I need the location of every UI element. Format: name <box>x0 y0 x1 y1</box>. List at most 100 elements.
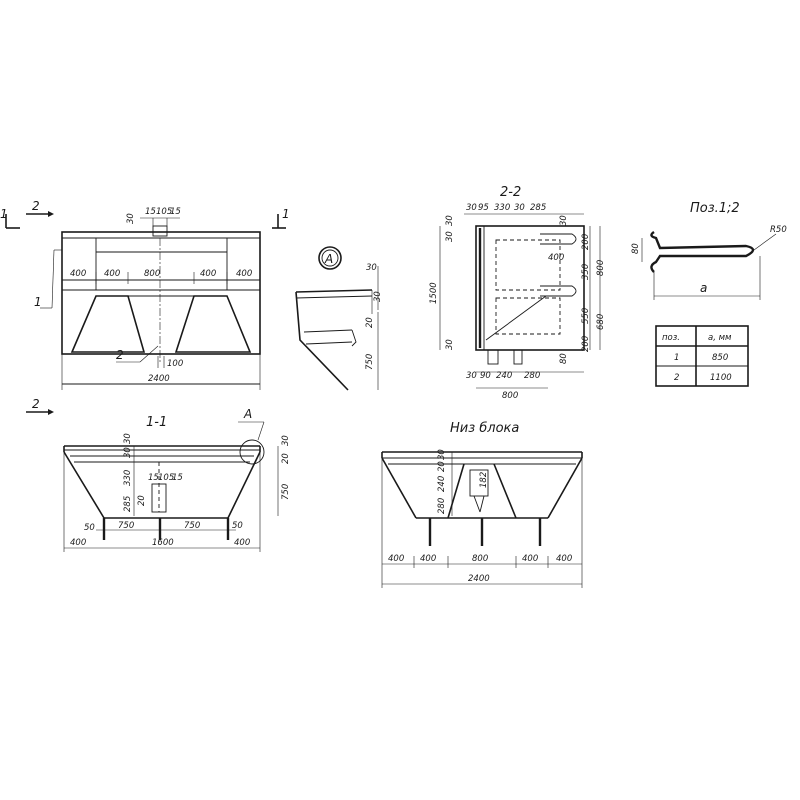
svg-text:20: 20 <box>365 317 375 328</box>
svg-text:750: 750 <box>281 484 291 500</box>
svg-text:800: 800 <box>472 554 488 564</box>
svg-text:80: 80 <box>631 243 641 254</box>
plan-top-notch <box>152 225 168 237</box>
svg-text:30: 30 <box>466 203 477 213</box>
table-cell: 1100 <box>710 373 732 383</box>
section-2-2-title: 2-2 <box>500 185 521 200</box>
bottom-view-title: Низ блока <box>450 421 519 436</box>
pos-1-label: 1 <box>34 295 42 309</box>
svg-text:15: 15 <box>170 207 181 217</box>
section-mark-left: 1 <box>0 207 20 229</box>
svg-text:20: 20 <box>437 461 447 472</box>
detail-a: А 30 30 20 750 <box>295 246 383 391</box>
svg-text:А: А <box>324 252 333 266</box>
svg-text:750: 750 <box>118 521 134 531</box>
svg-text:550: 550 <box>581 308 591 324</box>
svg-text:30: 30 <box>559 215 569 226</box>
svg-text:240: 240 <box>496 371 512 381</box>
table-cell: 1 <box>674 353 679 363</box>
svg-text:285: 285 <box>530 203 546 213</box>
section-mark-right: 1 <box>272 207 290 229</box>
plan-opening-left <box>70 295 146 353</box>
svg-text:30: 30 <box>123 433 133 444</box>
svg-text:100: 100 <box>167 359 183 369</box>
section-2-2-rebar-upper <box>495 239 561 291</box>
detail-a-slope <box>295 291 349 391</box>
svg-text:30: 30 <box>466 371 477 381</box>
plan-view: 1 1 2 2 30 15 105 15 <box>0 199 290 415</box>
svg-text:30: 30 <box>123 447 133 458</box>
svg-text:105: 105 <box>156 207 172 217</box>
svg-text:15: 15 <box>148 473 159 483</box>
svg-text:95: 95 <box>478 203 489 213</box>
svg-text:200: 200 <box>581 336 591 352</box>
table-cell: 2 <box>674 373 679 383</box>
svg-text:50: 50 <box>84 523 95 533</box>
svg-text:R50: R50 <box>770 225 787 235</box>
svg-text:50: 50 <box>232 521 243 531</box>
section-mark-left-label: 1 <box>0 207 8 221</box>
svg-text:800: 800 <box>144 269 160 279</box>
svg-text:280: 280 <box>524 371 540 381</box>
svg-text:400: 400 <box>420 554 436 564</box>
svg-text:330: 330 <box>123 470 133 486</box>
svg-text:15: 15 <box>145 207 156 217</box>
section-2-2-body <box>475 225 585 351</box>
detail-a-callout-circle <box>318 246 342 270</box>
svg-text:400: 400 <box>556 554 572 564</box>
svg-text:400: 400 <box>70 269 86 279</box>
svg-text:30: 30 <box>445 231 455 242</box>
svg-text:30: 30 <box>281 435 291 446</box>
loop-detail: Поз.1;2 R50 80 a <box>631 201 787 300</box>
section-mark-top-label: 2 <box>32 199 40 213</box>
svg-text:240: 240 <box>437 476 447 492</box>
svg-text:30: 30 <box>366 263 377 273</box>
svg-text:400: 400 <box>234 538 250 548</box>
section-2-2: 2-2 30 95 330 30 285 400 30 30 1500 30 3… <box>429 185 606 401</box>
table-header-a: a, мм <box>708 333 732 343</box>
svg-text:750: 750 <box>184 521 200 531</box>
svg-text:20: 20 <box>281 453 291 464</box>
svg-text:30: 30 <box>445 215 455 226</box>
svg-text:182: 182 <box>479 472 489 488</box>
svg-text:a: a <box>700 281 707 295</box>
svg-text:2400: 2400 <box>468 574 490 584</box>
svg-text:30: 30 <box>514 203 525 213</box>
svg-text:400: 400 <box>388 554 404 564</box>
loop-title: Поз.1;2 <box>690 201 740 216</box>
section-mark-top: 2 <box>26 199 54 217</box>
table-header-pos: поз. <box>662 333 680 343</box>
svg-text:1600: 1600 <box>152 538 174 548</box>
section-2-2-loop-2 <box>540 285 577 297</box>
svg-text:30: 30 <box>445 339 455 350</box>
table-cell: 850 <box>712 353 728 363</box>
section-1-1-title: 1-1 <box>146 415 167 430</box>
svg-text:280: 280 <box>437 498 447 514</box>
bottom-view: Низ блока 30 20 240 280 182 400 40 <box>381 421 583 588</box>
svg-text:30: 30 <box>126 213 136 224</box>
svg-text:800: 800 <box>502 391 518 401</box>
svg-text:400: 400 <box>104 269 120 279</box>
pos-2-label: 2 <box>116 348 124 362</box>
svg-text:30: 30 <box>373 291 383 302</box>
loop-bar <box>650 231 755 273</box>
svg-text:680: 680 <box>596 314 606 330</box>
svg-text:2400: 2400 <box>148 374 170 384</box>
svg-text:1500: 1500 <box>429 282 439 304</box>
svg-text:105: 105 <box>158 473 174 483</box>
svg-text:350: 350 <box>581 264 591 280</box>
svg-text:А: А <box>243 407 252 421</box>
svg-text:80: 80 <box>559 353 569 364</box>
svg-text:400: 400 <box>236 269 252 279</box>
svg-text:400: 400 <box>522 554 538 564</box>
svg-text:400: 400 <box>200 269 216 279</box>
svg-text:200: 200 <box>581 234 591 250</box>
section-1-1: 1-1 А 30 30 330 285 20 15 105 15 <box>63 407 291 552</box>
section-mark-bottom-label: 2 <box>32 397 40 411</box>
section-mark-right-label: 1 <box>282 207 290 221</box>
section-2-2-rebar-lower <box>495 297 561 335</box>
svg-text:285: 285 <box>123 496 133 512</box>
svg-text:800: 800 <box>596 260 606 276</box>
svg-text:30: 30 <box>437 449 447 460</box>
